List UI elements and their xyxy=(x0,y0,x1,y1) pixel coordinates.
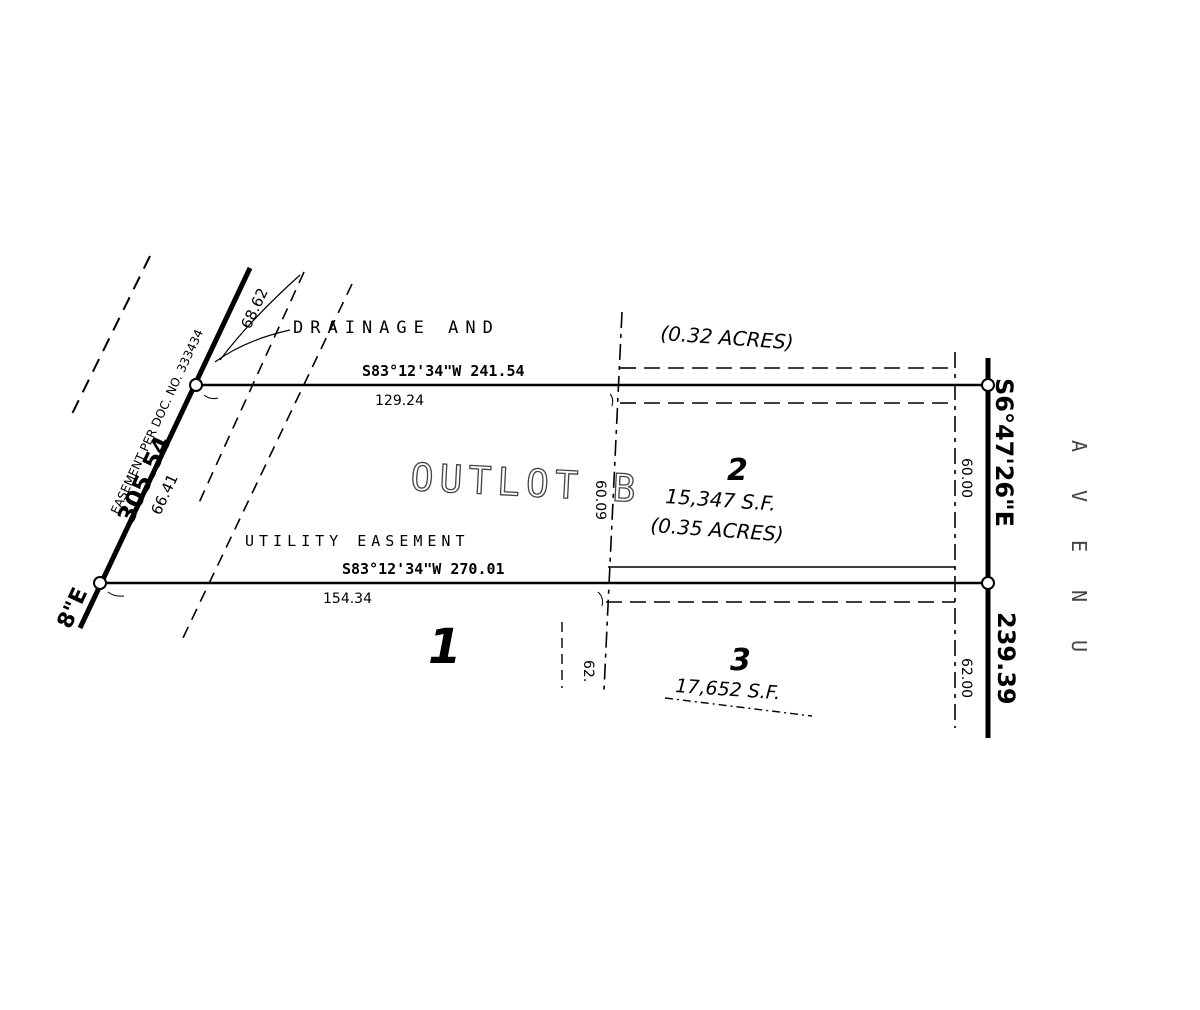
top-acres-label: (0.32 ACRES) xyxy=(660,321,795,354)
north-seg-tick-right xyxy=(609,393,614,407)
corner-monument-nw xyxy=(189,378,203,392)
lot-2-number: 2 xyxy=(727,453,748,488)
lot-3-number: 3 xyxy=(730,643,751,678)
right-total-distance: 239.39 xyxy=(992,612,1020,705)
avenue-letter: N xyxy=(1067,590,1091,602)
south-segment-distance: 154.34 xyxy=(323,591,372,607)
north-bearing-distance: S83°12'34"W 241.54 xyxy=(362,362,525,380)
lot3-bottom-dashdot-line xyxy=(664,697,813,717)
lot-3-area-sf: 17,652 S.F. xyxy=(675,675,781,704)
lot-2-width-left: 60.09 xyxy=(592,480,608,520)
lot-3-width-right: 62.00 xyxy=(958,658,974,698)
north-segment-distance: 129.24 xyxy=(375,393,424,409)
lot-2-area-sf: 15,347 S.F. xyxy=(665,484,777,516)
avenue-letter: E xyxy=(1067,540,1091,552)
drainage-label: DRAINAGE AND xyxy=(293,318,500,338)
leader-arc-1 xyxy=(219,274,301,361)
north-seg-tick-left xyxy=(203,394,219,400)
easement-outer-dashed-line xyxy=(69,255,151,419)
lot-2-area-acres: (0.35 ACRES) xyxy=(650,513,785,546)
lot-1-number: 1 xyxy=(428,619,461,675)
left-seg-top-distance: 68.62 xyxy=(237,285,271,332)
avenue-letter: V xyxy=(1067,490,1091,502)
south-seg-tick-left xyxy=(107,591,125,597)
right-bearing: S6°47'26"E xyxy=(990,378,1018,527)
utility-easement-label: UTILITY EASEMENT xyxy=(245,532,470,550)
south-seg-tick-right xyxy=(597,591,603,607)
avenue-letter: A xyxy=(1067,440,1091,452)
lot-2-width-right: 60.00 xyxy=(958,458,974,498)
leader-arc-2 xyxy=(214,329,291,363)
easement-dashed-line-1 xyxy=(197,271,305,506)
corner-monument-se xyxy=(981,576,995,590)
avenue-name-letters: A V E N U xyxy=(1067,440,1091,652)
lot-3-width-left: 62. xyxy=(580,660,596,682)
easement-dashed-line-2 xyxy=(181,283,353,641)
corner-monument-sw xyxy=(93,576,107,590)
left-boundary-line xyxy=(77,266,253,630)
south-bearing-distance: S83°12'34"W 270.01 xyxy=(342,560,505,578)
avenue-letter: U xyxy=(1067,640,1091,652)
corner-monument-ne xyxy=(981,378,995,392)
